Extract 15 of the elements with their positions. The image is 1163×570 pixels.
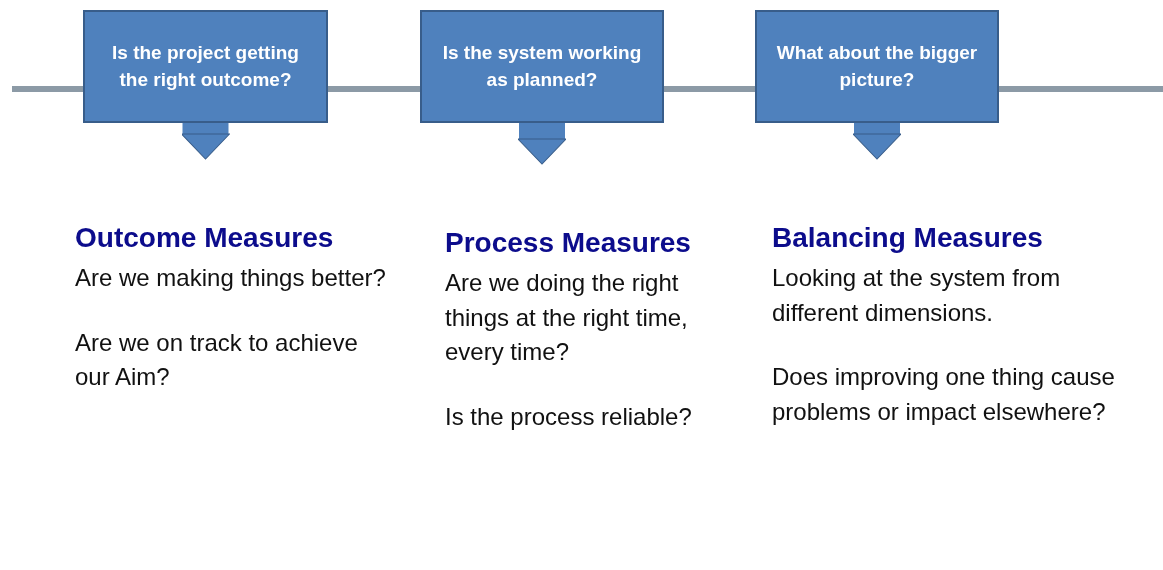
measure-heading: Outcome Measures	[75, 221, 335, 255]
measure-description: Are we making things better?	[75, 262, 387, 293]
block-arrow	[852, 122, 902, 160]
question-callout: Is the project getting the right outcome?	[83, 10, 328, 123]
block-arrow	[517, 122, 567, 165]
measure-description: Are we doing the right things at the right time, every time?	[445, 267, 689, 368]
question-callout: What about the bigger picture?	[755, 10, 999, 123]
measure-description: Looking at the system from different dimensions.	[772, 262, 1062, 328]
measure-heading: Balancing Measures	[772, 221, 1044, 255]
question-callout: Is the system working as planned?	[420, 10, 664, 123]
measure-description: Are we on track to achieve our Aim?	[75, 327, 359, 393]
measure-description: Does improving one thing cause problems or impact elsewhere?	[772, 362, 1116, 428]
block-arrow	[181, 122, 230, 160]
measure-heading: Process Measures	[445, 226, 692, 260]
measure-description: Is the process reliable?	[445, 402, 693, 433]
